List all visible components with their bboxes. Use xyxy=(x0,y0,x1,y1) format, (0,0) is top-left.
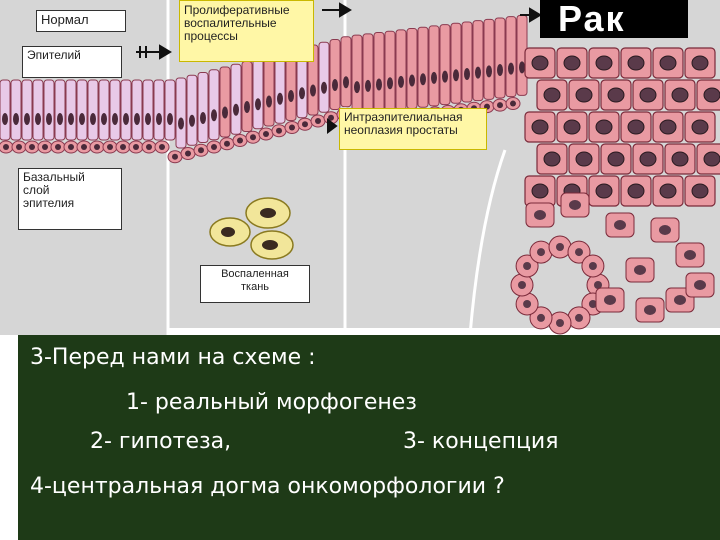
question-stem: 3-Перед нами на схеме : xyxy=(30,345,316,370)
label-inflamed-line-1: Воспаленная xyxy=(221,268,289,280)
label-proliferative-line-2: воспалительные xyxy=(184,16,277,30)
cancer-gland-ring xyxy=(510,192,715,335)
label-inflamed-line-2: ткань xyxy=(240,281,269,293)
label-proliferative-line-1: Пролиферативные xyxy=(184,3,290,17)
option-3: 3- концепция xyxy=(403,429,559,454)
stroma-bottom-strip xyxy=(168,328,720,335)
option-1: 1- реальный морфогенез xyxy=(126,390,417,415)
label-proliferative-line-3: процессы xyxy=(184,29,238,43)
label-basal-line-3: эпителия xyxy=(23,196,75,210)
prostate-carcinogenesis-diagram: Нормал Эпителий Пролиферативные воспалит… xyxy=(0,0,720,335)
label-basal-line-1: Базальный xyxy=(23,170,85,184)
label-pin: Интраэпителиальная неоплазия простаты xyxy=(339,108,487,150)
label-basal-layer: Базальный слой эпителия xyxy=(18,168,122,230)
cancer-cells xyxy=(524,47,720,207)
inflamed-tissue-cells xyxy=(209,197,294,260)
option-2: 2- гипотеза, xyxy=(90,429,232,454)
label-normal: Нормал xyxy=(36,10,126,32)
label-basal-line-2: слой xyxy=(23,183,50,197)
option-4: 4-центральная догма онкоморфологии ? xyxy=(30,474,505,499)
label-cancer: Рак xyxy=(540,0,688,38)
label-pin-line-1: Интраэпителиальная xyxy=(344,110,463,124)
arrows xyxy=(136,2,542,134)
question-panel: 3-Перед нами на схеме : 1- реальный морф… xyxy=(18,335,720,540)
epithelium-cells xyxy=(0,14,528,149)
label-proliferative-inflammatory: Пролиферативные воспалительные процессы xyxy=(179,0,314,62)
label-inflamed-tissue: Воспаленная ткань xyxy=(200,265,310,303)
label-epithelium: Эпителий xyxy=(22,46,122,78)
diagram-drawing xyxy=(0,0,720,335)
label-pin-line-2: неоплазия простаты xyxy=(344,123,458,137)
